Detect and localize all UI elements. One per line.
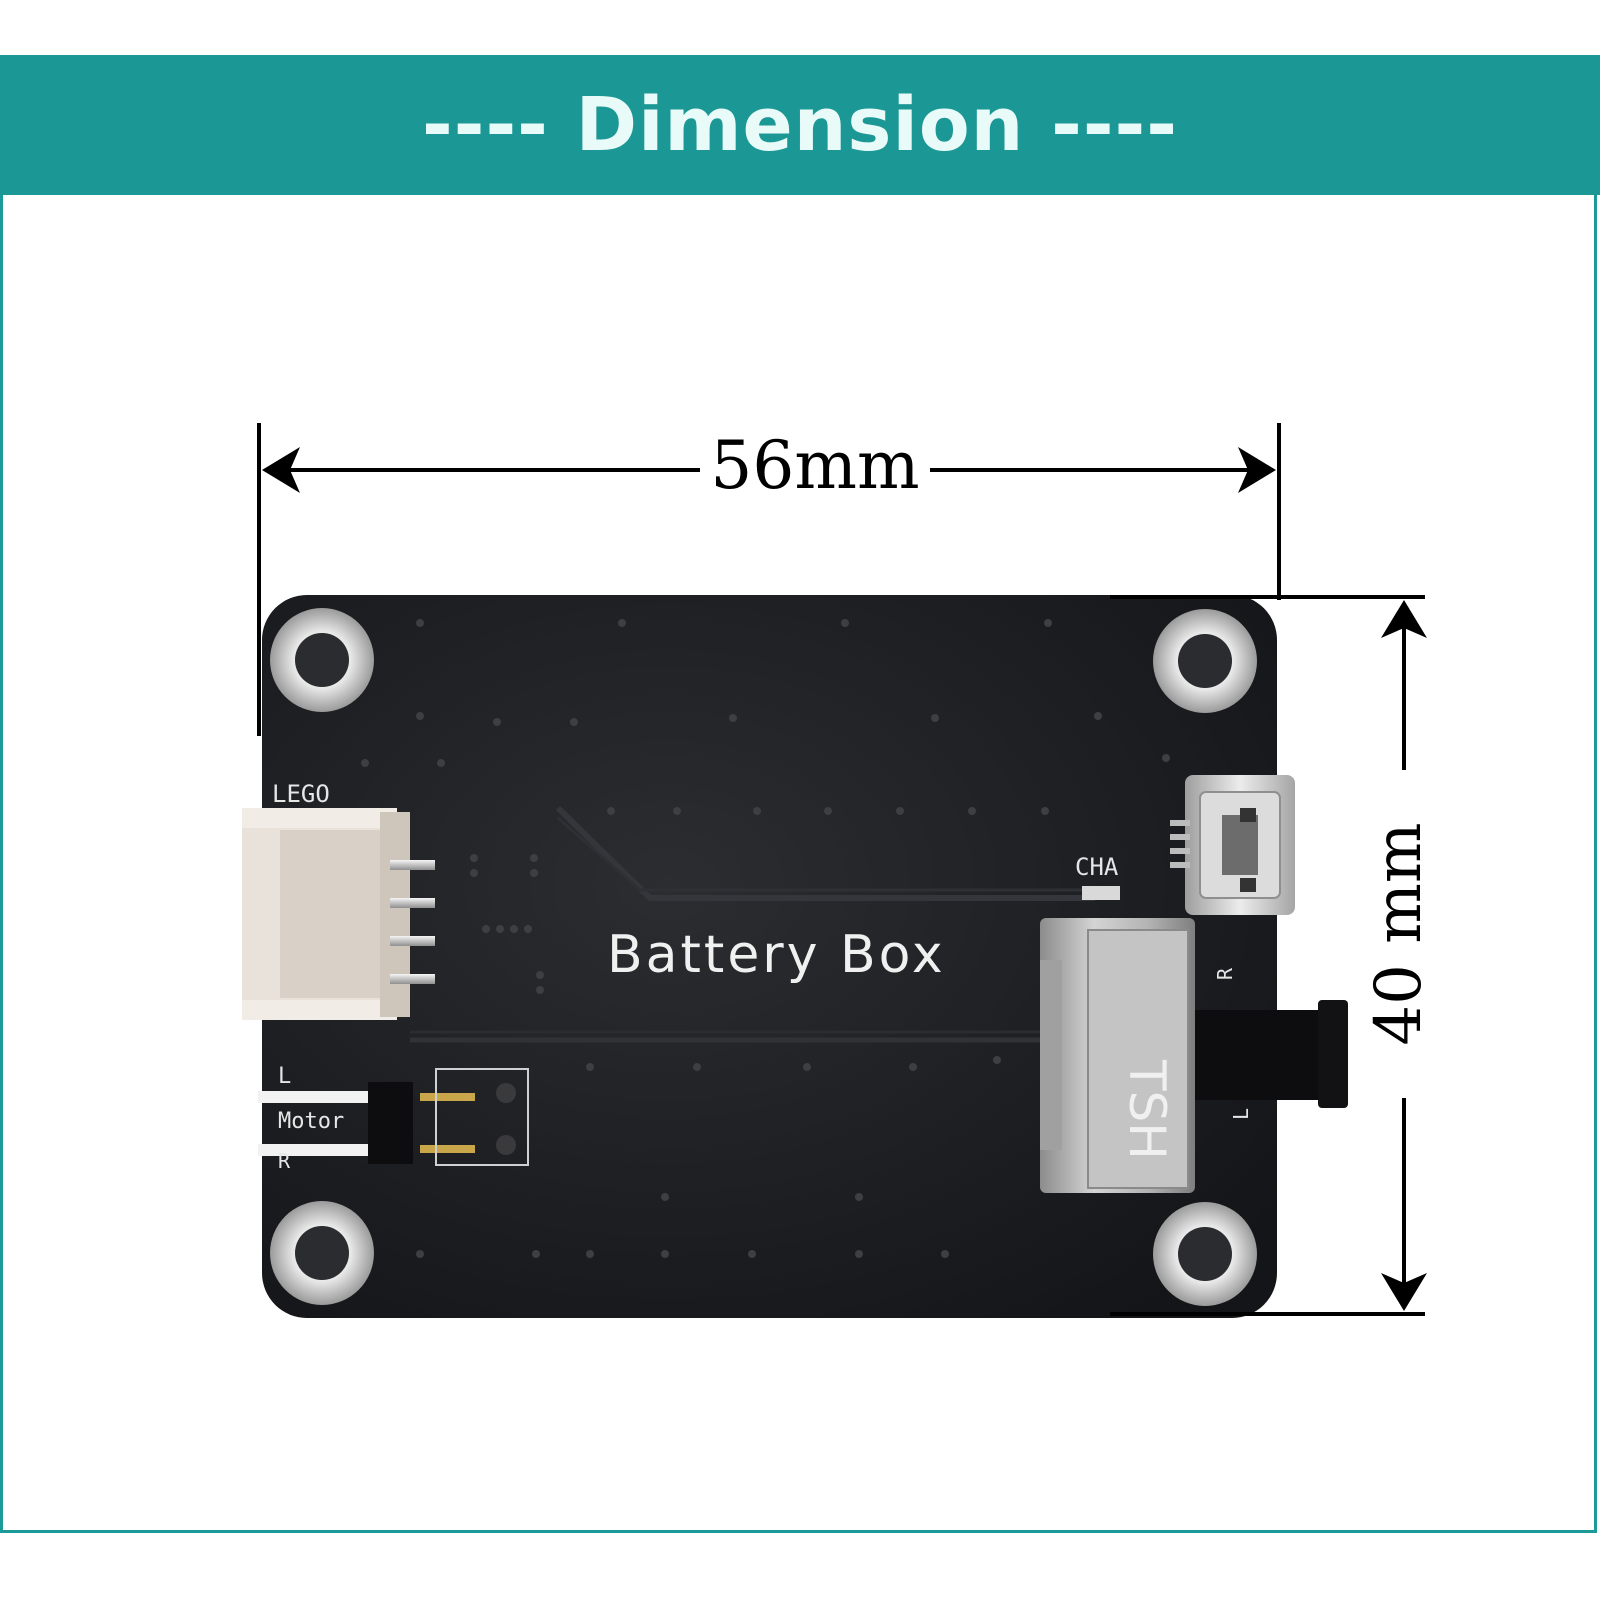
mounting-hole-bottom-left xyxy=(270,1201,374,1305)
switch-r-label: R xyxy=(1213,967,1237,980)
motor-left-label: L xyxy=(278,1064,291,1089)
width-label: 56mm xyxy=(710,427,919,504)
height-dimension xyxy=(1110,595,1427,1316)
header-title: ---- Dimension ---- xyxy=(422,82,1178,168)
mounting-hole-top-right xyxy=(1153,609,1257,713)
height-label: 40 mm xyxy=(1362,822,1436,1045)
header-banner: ---- Dimension ---- xyxy=(0,55,1600,195)
pcb-board xyxy=(262,595,1277,1318)
lego-connector xyxy=(242,808,435,1020)
board-name-label: Battery Box xyxy=(607,925,946,985)
switch-l-label: L xyxy=(1229,1108,1253,1120)
lego-connector-label: LEGO xyxy=(272,780,330,808)
motor-right-label: R xyxy=(278,1149,291,1173)
charge-led xyxy=(1082,886,1120,900)
charge-led-label: CHA xyxy=(1075,853,1119,881)
mounting-hole-bottom-right xyxy=(1153,1202,1257,1306)
switch-brand-label: TSH xyxy=(1118,1059,1176,1160)
micro-usb-port xyxy=(1170,775,1295,915)
motor-label: Motor xyxy=(278,1109,344,1134)
width-dimension xyxy=(257,423,1281,736)
mounting-hole-top-left xyxy=(270,608,374,712)
slide-switch xyxy=(1040,918,1348,1193)
motor-header xyxy=(258,1068,529,1166)
